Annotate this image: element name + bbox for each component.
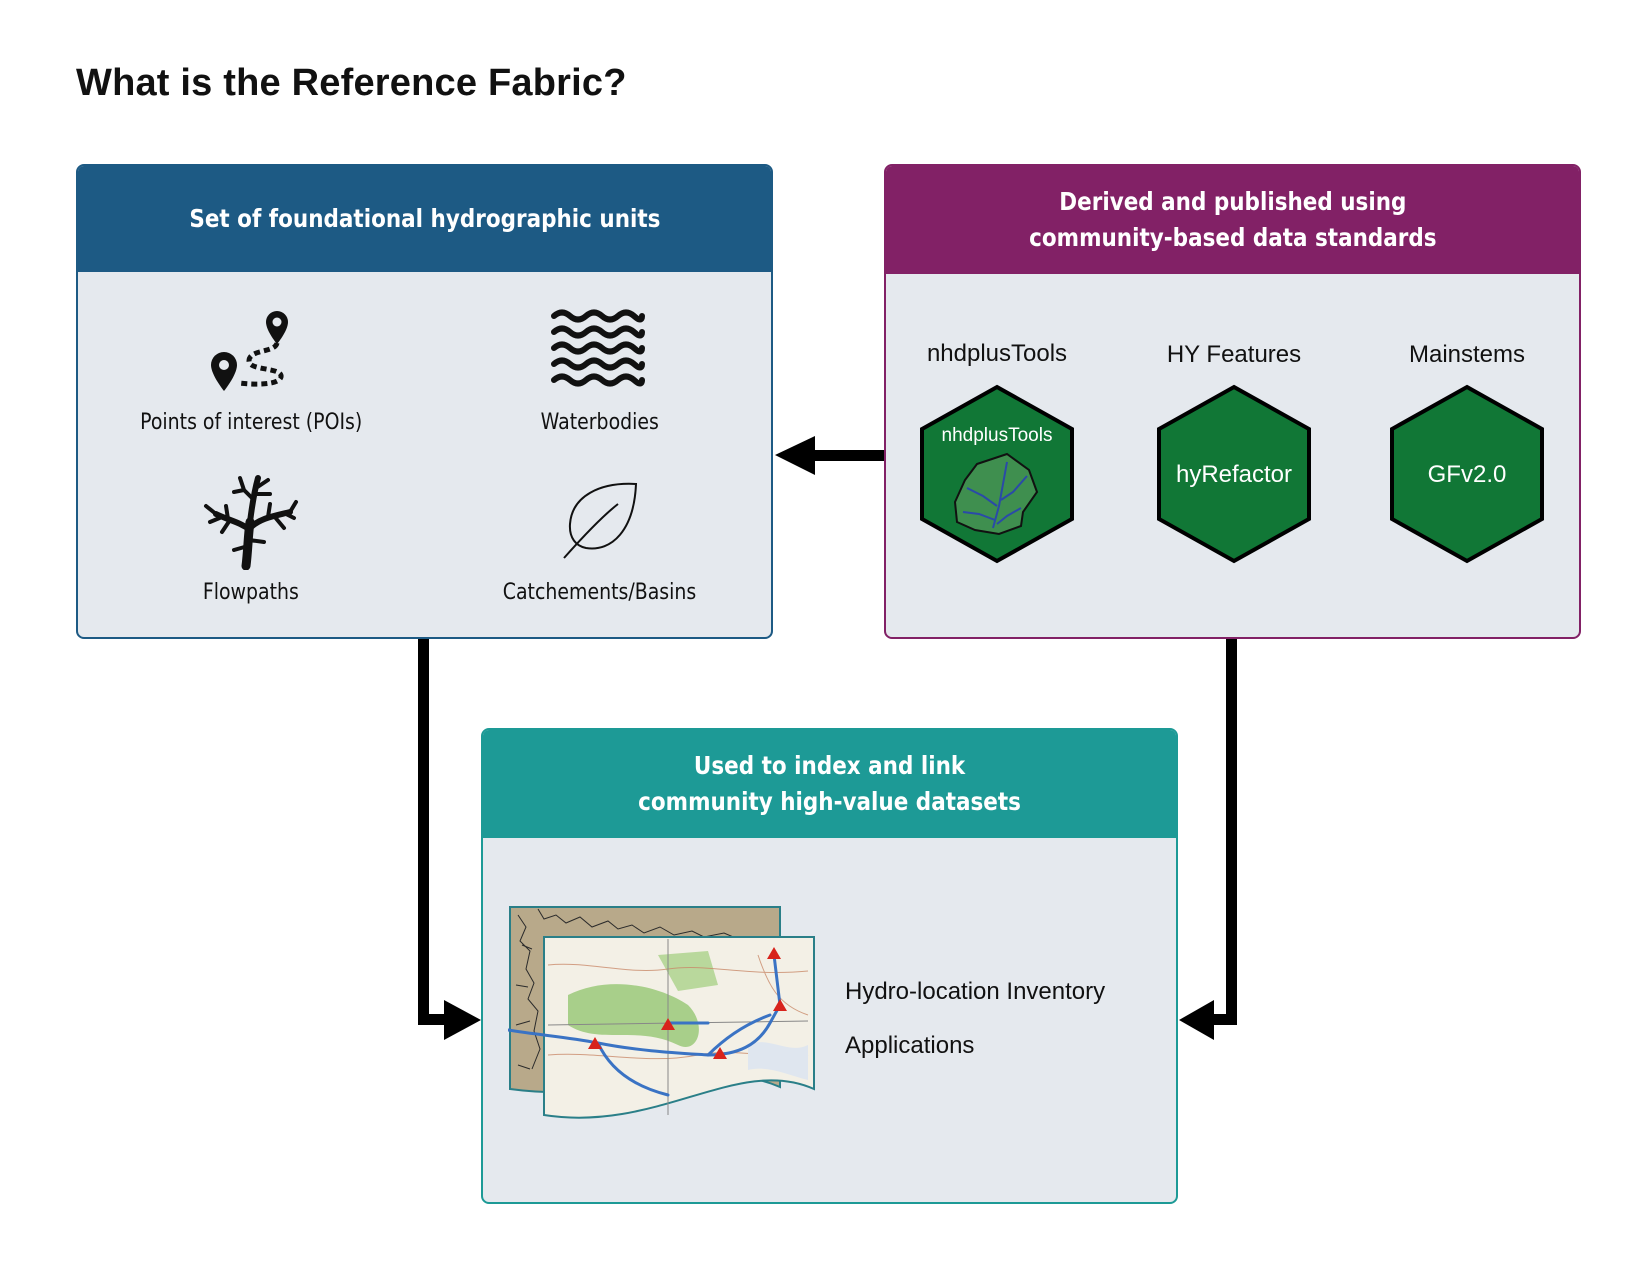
poi-label: Points of interest (POIs): [139, 410, 363, 435]
map-pin-path-icon: [211, 311, 288, 391]
arrow-standards-to-units: [775, 436, 885, 475]
gfv2-hex-icon: [1390, 384, 1544, 564]
nhdplustools-hex-icon: [920, 384, 1074, 564]
leaf-icon: [563, 482, 638, 559]
waves-icon: [551, 309, 645, 387]
arrow-standards-to-datasets: [1179, 638, 1237, 1040]
catchments-label: Catchements/Basins: [503, 580, 697, 605]
nhdplustools-label: nhdplusTools: [926, 340, 1068, 367]
page-title: What is the Reference Fabric?: [76, 62, 627, 104]
foundational-units-header: Set of foundational hydrographic units: [78, 166, 771, 272]
arrow-units-to-datasets: [418, 638, 481, 1040]
hy-features-label: HY Features: [1166, 341, 1302, 368]
mainstems-label: Mainstems: [1408, 341, 1526, 368]
gfv2-hex-text: GFv2.0: [1427, 461, 1507, 488]
hydro-map-illustration: [508, 906, 815, 1119]
standards-header: Derived and published using community-ba…: [886, 166, 1579, 274]
applications-text: Applications: [845, 1032, 975, 1059]
hydro-location-inventory-text: Hydro-location Inventory: [845, 978, 1106, 1005]
flowpaths-label: Flowpaths: [202, 580, 300, 605]
foundational-units-panel: Set of foundational hydrographic units: [76, 164, 773, 639]
datasets-header: Used to index and link community high-va…: [483, 730, 1176, 838]
hyrefactor-hex-icon: [1157, 384, 1311, 564]
nhdplustools-hex-text: nhdplusTools: [941, 425, 1053, 446]
branching-tree-icon: [204, 475, 298, 570]
waterbodies-label: Waterbodies: [540, 410, 660, 435]
hyrefactor-hex-text: hyRefactor: [1175, 461, 1293, 488]
